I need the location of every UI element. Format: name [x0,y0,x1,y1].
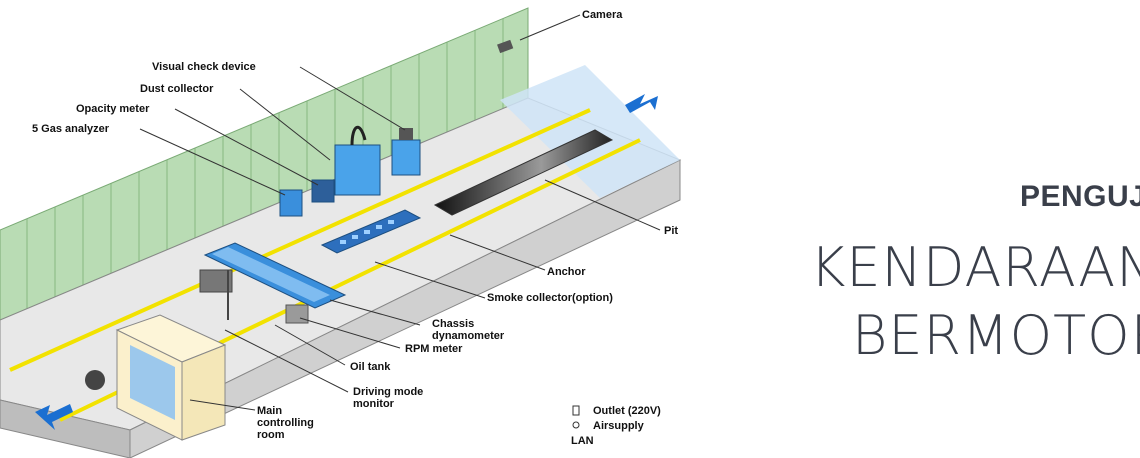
leader-oil [274,324,346,366]
smoke-collector [320,209,422,254]
dust-collector-unit [334,144,381,196]
leader-camera [519,14,581,41]
exit-zone [500,65,680,198]
leader-anchor [449,234,546,271]
control-room-window [130,345,175,420]
leader-opacity [174,108,319,186]
leader-room [189,399,256,411]
label-opacity-meter: Opacity meter [76,103,150,115]
legend-lan: LAN [571,435,594,447]
label-smoke-collector: Smoke collector(option) [487,292,613,304]
leader-rpm [299,317,401,349]
leader-pit [544,179,661,231]
label-anchor: Anchor [547,266,586,278]
label-oil-tank: Oil tank [350,361,391,373]
camera-device [497,39,514,54]
dust-collector-hose [350,126,367,146]
rpm-meter-unit [199,269,233,293]
control-room-side [181,344,226,441]
dynamometer-roller [212,247,330,302]
leader-gas [139,128,286,196]
leader-visual-check [299,66,406,131]
lane-line-upper [9,108,591,372]
visual-check-unit [391,139,421,176]
label-rpm-meter: RPM meter [405,343,463,355]
entry-arrow-icon [625,94,658,113]
pit [433,129,614,216]
label-dust-collector: Dust collector [140,83,214,95]
label-gas-analyzer: 5 Gas analyzer [32,123,110,135]
leader-driving [224,329,349,393]
leader-smoke [374,261,486,299]
label-chassis-dynamometer: Chassis dynamometer [432,318,505,342]
oil-tank-unit [285,304,309,324]
legend-airsupply: Airsupply [593,420,644,432]
label-camera: Camera [582,9,623,21]
heading-line-2: KENDARAAN [810,236,1140,299]
label-main-controlling-room: Main controlling room [257,405,314,441]
legend-outlet: Outlet (220V) [593,405,661,417]
floor-left-end [0,399,131,458]
label-pit: Pit [664,225,679,237]
heading-line-3: BERMOTOR [852,304,1140,367]
opacity-meter-unit [311,179,335,203]
label-visual-check: Visual check device [152,61,256,73]
outlet-legend-icon [572,405,580,416]
heading-line-1: PENGUJ [1020,180,1140,213]
exit-arrow-icon [35,404,73,430]
label-driving-mode-monitor: Driving mode monitor [353,386,424,410]
leader-chassis [329,299,421,326]
leader-dust [239,88,331,161]
airsupply-legend-icon [572,421,580,429]
gas-analyzer-unit [279,189,303,217]
fan-device [85,370,105,390]
visual-check-screen [399,128,413,140]
